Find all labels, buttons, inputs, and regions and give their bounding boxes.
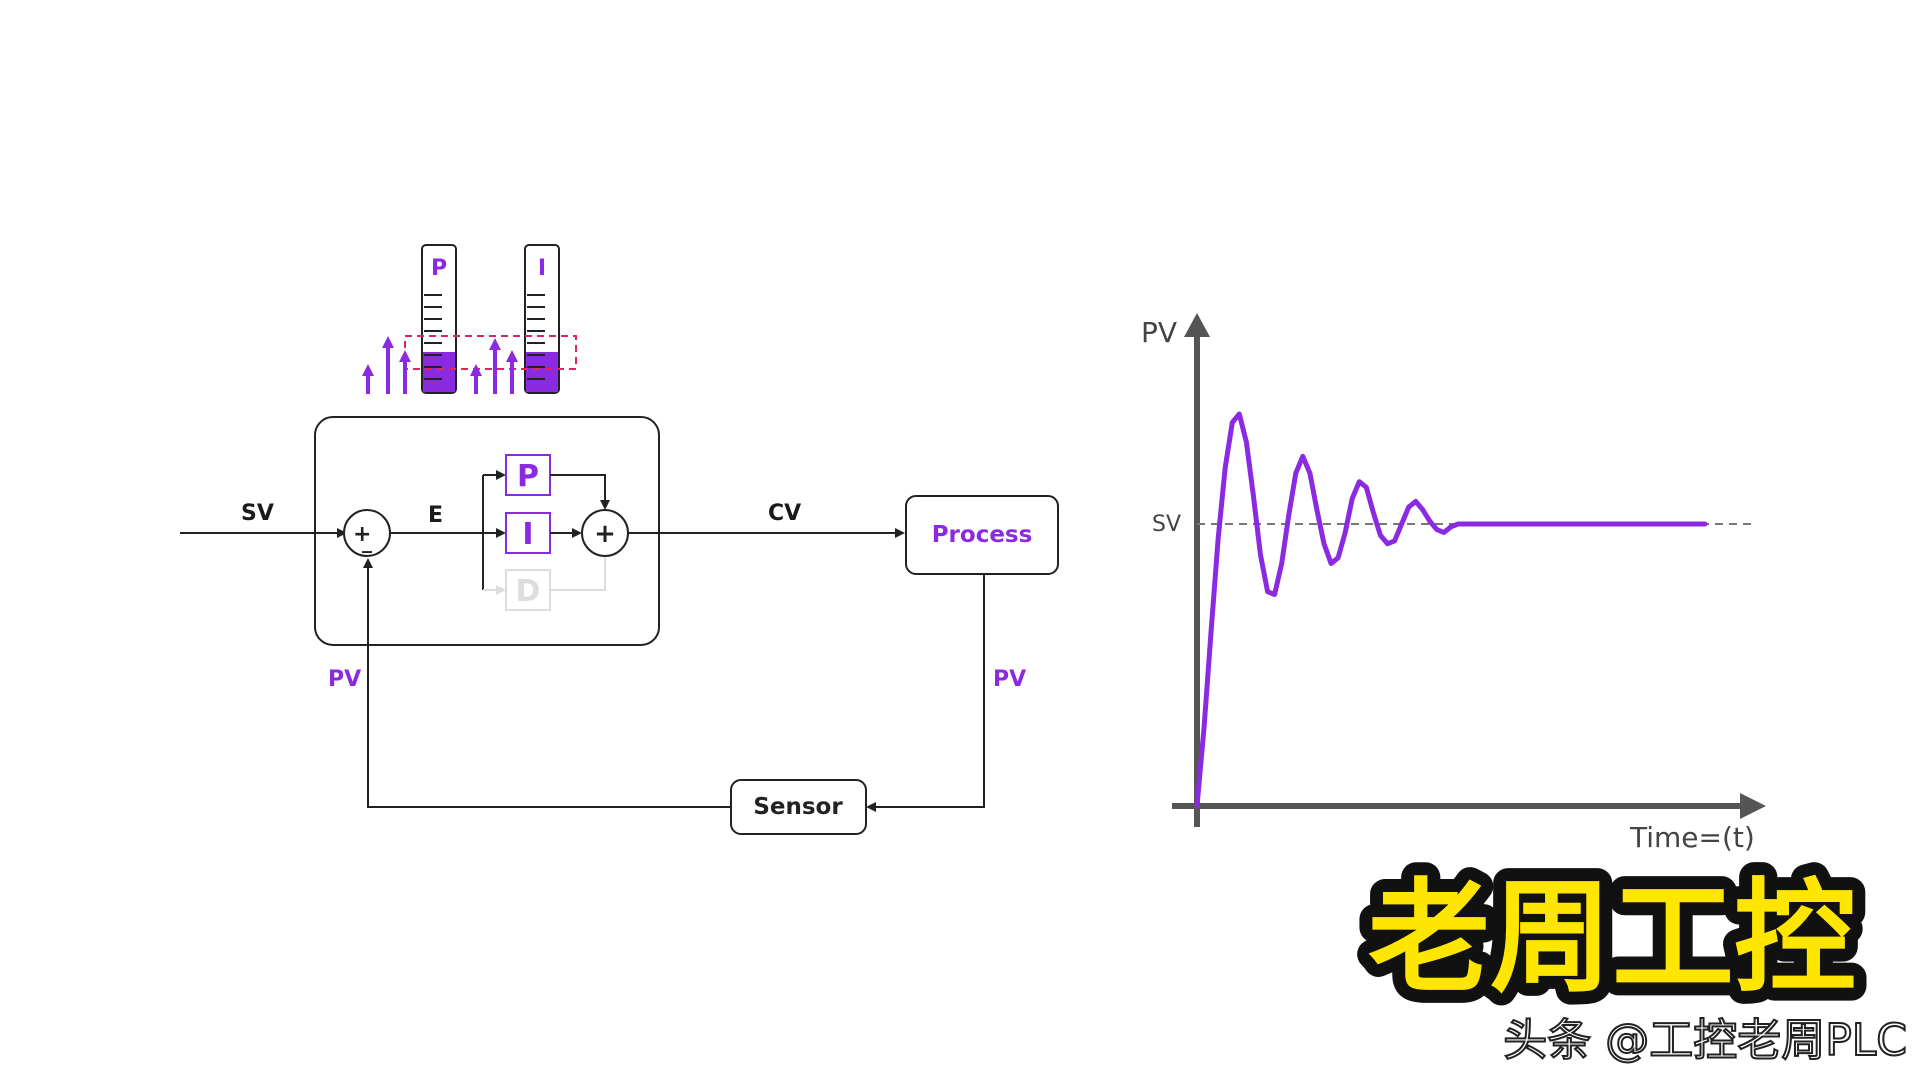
brand-title: 老周工控 老周工控 (1355, 854, 1869, 1022)
arrow-up-icon (362, 364, 374, 394)
x-axis-arrow-icon (1740, 793, 1766, 819)
sensor-block: Sensor (730, 779, 867, 835)
summing-junction-output: + (581, 509, 629, 557)
gauge-i: I (524, 244, 560, 394)
svg-text:老周工控: 老周工控 (1368, 867, 1856, 1009)
block-diagram: SV + _ E P I D (180, 244, 1059, 835)
process-block: Process (905, 495, 1059, 575)
svg-text:I: I (522, 517, 533, 552)
sv-label: SV (241, 501, 274, 526)
arrow-up-icon (489, 338, 501, 394)
sum1-minus-sign: _ (362, 529, 372, 553)
pv-label-left: PV (328, 667, 361, 692)
response-chart: PV Time=(t) SV (1141, 313, 1766, 854)
svg-text:Process: Process (932, 522, 1033, 548)
watermark: 头条 @工控老周PLC (1503, 1015, 1907, 1066)
summing-junction-error: + _ (343, 509, 391, 557)
response-series (1194, 411, 1708, 809)
svg-text:+: + (594, 519, 616, 549)
pv-response-line (1194, 411, 1708, 809)
setpoint-label: SV (1152, 512, 1181, 537)
d-to-sum-line (550, 557, 606, 591)
svg-text:D: D (516, 574, 541, 609)
d-block: D (505, 569, 551, 611)
sum1-plus-sign: + (353, 522, 371, 547)
controller-box (314, 416, 660, 646)
y-axis-arrow-icon (1184, 313, 1210, 337)
svg-text:老周工控: 老周工控 (1368, 867, 1856, 1009)
arrow-up-icon (399, 350, 411, 394)
feedback-line (363, 558, 731, 808)
p-block: P (505, 454, 551, 496)
svg-text:P: P (517, 459, 539, 494)
gauge-level-highlight (404, 335, 577, 370)
e-label: E (428, 503, 443, 528)
process-to-sensor-line (866, 574, 985, 812)
arrow-up-icon (382, 336, 394, 394)
x-axis-label: Time=(t) (1629, 821, 1755, 854)
arrow-up-icon (470, 364, 482, 394)
svg-text:Sensor: Sensor (753, 794, 843, 820)
y-axis-label: PV (1141, 316, 1177, 349)
rising-arrows (362, 336, 518, 394)
cv-label: CV (768, 501, 801, 526)
gauge-p: P (421, 244, 457, 394)
pv-label-right: PV (993, 667, 1026, 692)
p-to-sum-line (550, 474, 610, 510)
arrow-up-icon (506, 350, 518, 394)
gauge-i-label: I (538, 256, 546, 281)
i-block: I (505, 512, 551, 554)
gauge-p-label: P (431, 256, 447, 281)
